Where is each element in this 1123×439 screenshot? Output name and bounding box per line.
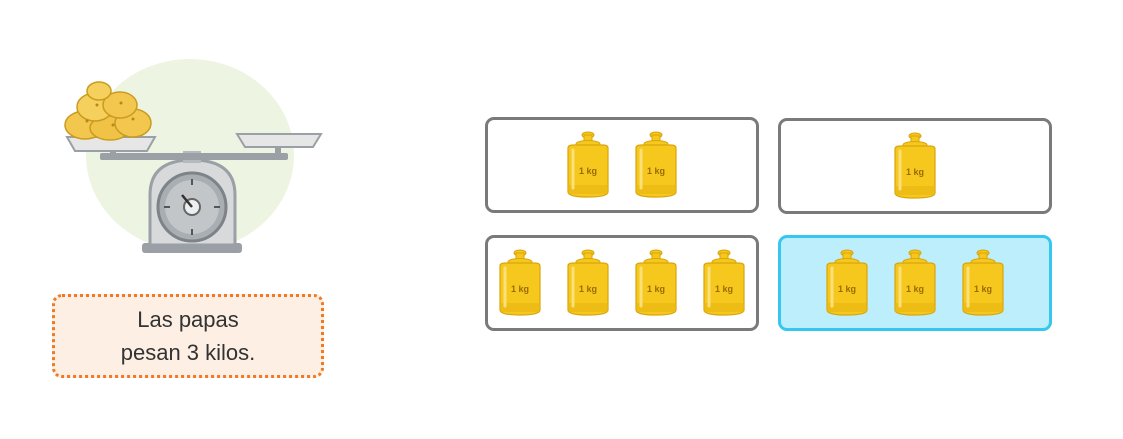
caption-line-2: pesan 3 kilos. (120, 340, 256, 365)
weight-label: 1 kg (906, 167, 924, 177)
scale-needle (181, 194, 193, 208)
right-pan (235, 133, 323, 148)
left-pan (65, 136, 157, 152)
weight-1kg-icon: 1 kg (703, 249, 745, 316)
weight-1kg-icon: 1 kg (962, 249, 1004, 316)
weight-1kg-icon: 1 kg (894, 132, 936, 199)
option-1-weight[interactable]: 1 kg (778, 118, 1052, 214)
scale-illustration (64, 59, 323, 253)
weight-1kg-icon: 1 kg (635, 131, 677, 198)
weight-label: 1 kg (906, 284, 924, 294)
option-3-weights[interactable]: 1 kg 1 kg 1 kg (778, 235, 1052, 331)
weight-label: 1 kg (579, 284, 597, 294)
weight-label: 1 kg (647, 284, 665, 294)
weight-label: 1 kg (974, 284, 992, 294)
weight-label: 1 kg (579, 166, 597, 176)
potatoes-icon (64, 81, 152, 141)
weight-label: 1 kg (511, 284, 529, 294)
weight-1kg-icon: 1 kg (567, 131, 609, 198)
weight-label: 1 kg (647, 166, 665, 176)
option-2-weights[interactable]: 1 kg 1 kg (485, 117, 759, 213)
weight-label: 1 kg (715, 284, 733, 294)
weight-1kg-icon: 1 kg (499, 249, 541, 316)
weight-1kg-icon: 1 kg (567, 249, 609, 316)
weight-1kg-icon: 1 kg (894, 249, 936, 316)
caption-line-1: Las papas (137, 307, 239, 332)
scale-beam (100, 153, 288, 160)
weight-label: 1 kg (838, 284, 856, 294)
option-4-weights[interactable]: 1 kg 1 kg 1 kg 1 kg (485, 235, 759, 331)
weight-1kg-icon: 1 kg (635, 249, 677, 316)
weight-1kg-icon: 1 kg (826, 249, 868, 316)
weight-statement: Las papas pesan 3 kilos. (52, 294, 324, 378)
